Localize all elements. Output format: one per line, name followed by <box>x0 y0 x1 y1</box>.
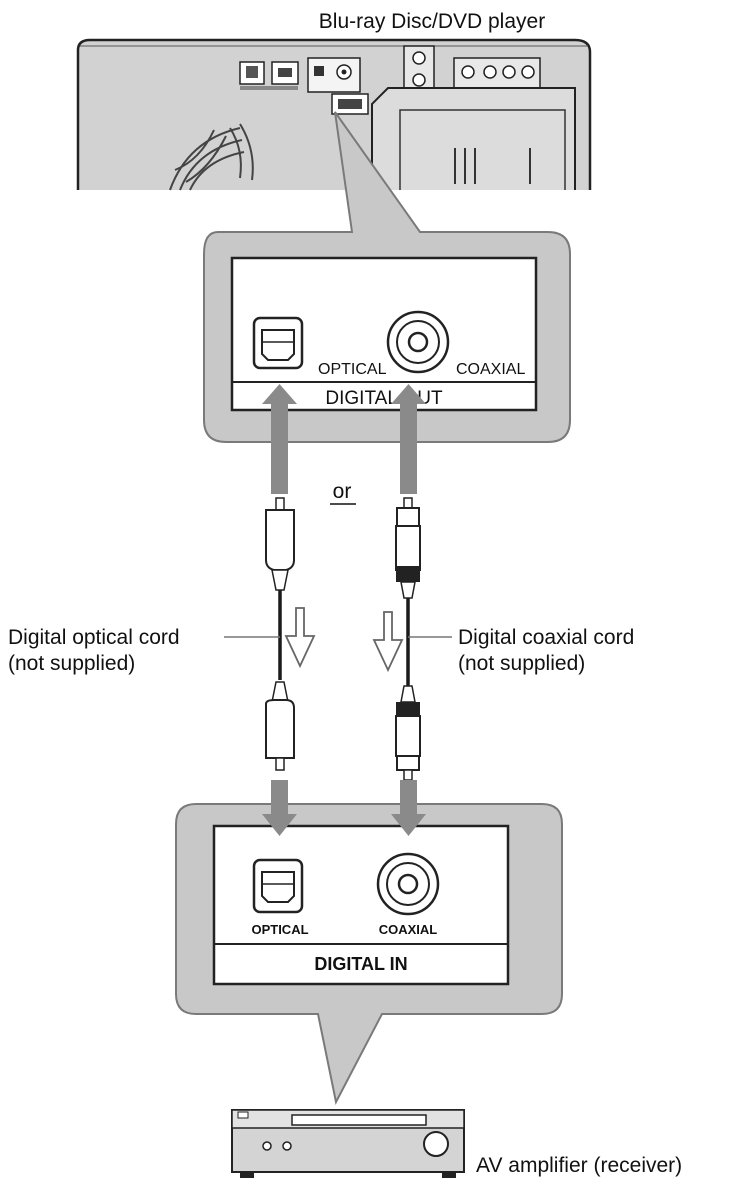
optical-out-port[interactable] <box>252 316 304 370</box>
coaxial-out-port[interactable] <box>386 310 450 374</box>
optical-in-label: OPTICAL <box>251 922 308 937</box>
coaxial-out-label: COAXIAL <box>456 361 525 378</box>
coaxial-in-port[interactable] <box>376 852 440 916</box>
optical-in-port[interactable] <box>252 858 304 914</box>
digital-in-label: DIGITAL IN <box>314 954 407 974</box>
optical-out-label: OPTICAL <box>318 361 387 378</box>
player-rear-panel <box>76 38 592 191</box>
optical-cord-label: Digital optical cord <box>8 626 180 649</box>
arrow-to-optical-out <box>262 384 297 494</box>
output-callout: OPTICAL COAXIAL DIGITAL OUT <box>203 111 571 443</box>
player-title: Blu-ray Disc/DVD player <box>319 10 545 33</box>
coaxial-cord <box>395 497 421 781</box>
fan-grille-icon <box>169 123 254 191</box>
optical-direction-arrow-icon <box>284 607 316 669</box>
or-label: or <box>333 480 352 503</box>
arrow-to-coaxial-out <box>391 384 426 494</box>
arrow-to-optical-in <box>262 780 297 836</box>
optical-cord <box>265 497 295 771</box>
amplifier-label: AV amplifier (receiver) <box>476 1154 682 1177</box>
coaxial-cord-label: Digital coaxial cord <box>458 626 634 649</box>
av-amplifier-icon <box>231 1109 465 1178</box>
coaxial-direction-arrow-icon <box>372 611 404 673</box>
coaxial-cord-note: (not supplied) <box>458 652 585 675</box>
optical-cord-note: (not supplied) <box>8 652 135 675</box>
arrow-to-coaxial-in <box>391 780 426 836</box>
input-callout: OPTICAL COAXIAL DIGITAL IN <box>175 803 563 1105</box>
digital-out-label: DIGITAL OUT <box>325 388 443 409</box>
coaxial-in-label: COAXIAL <box>379 922 438 937</box>
